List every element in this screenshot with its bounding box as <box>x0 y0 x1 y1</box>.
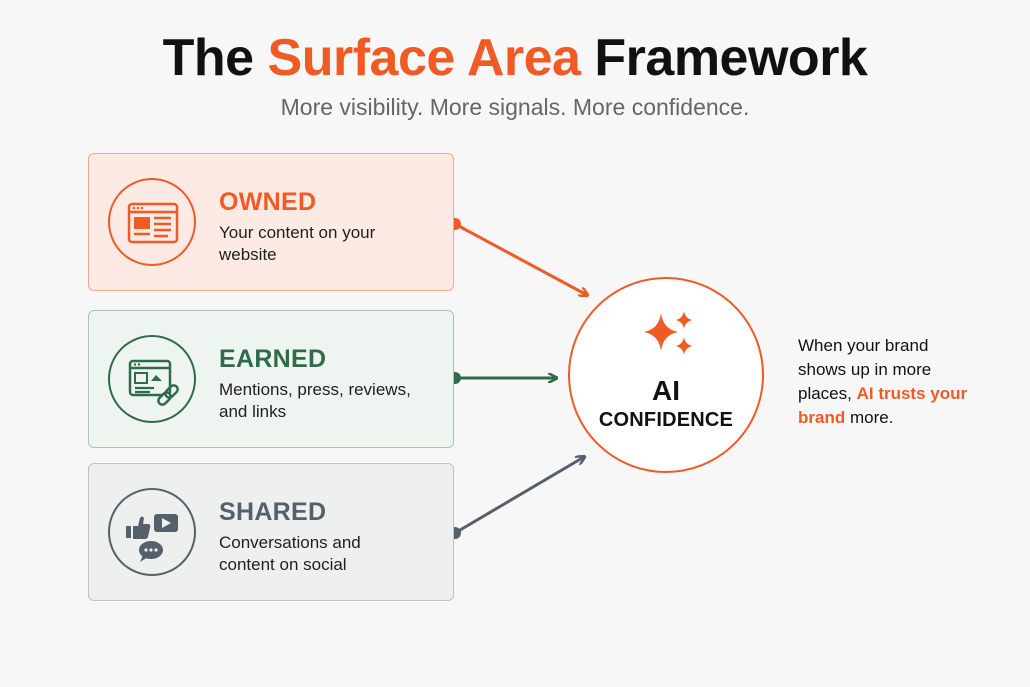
ai-confidence-node: AI CONFIDENCE <box>568 277 764 473</box>
title-part-2: Framework <box>580 29 868 87</box>
sparkle-icon <box>644 311 692 355</box>
title-accent: Surface Area <box>267 29 581 87</box>
shared-card: SHARED Conversations and content on soci… <box>88 463 454 601</box>
confidence-label: CONFIDENCE <box>598 409 734 431</box>
owned-title: OWNED <box>219 188 317 216</box>
note-text-before: When your brand shows up in more places, <box>798 336 932 403</box>
explanation-note: When your brand shows up in more places,… <box>798 334 968 430</box>
earned-connector <box>449 372 556 384</box>
ai-label: AI <box>652 375 680 406</box>
earned-title: EARNED <box>219 345 327 373</box>
play-icon <box>154 514 178 532</box>
browser-layout-icon <box>108 178 196 266</box>
title-part-1: The <box>162 29 268 87</box>
owned-description: Your content on your website <box>219 223 376 264</box>
note-text-after: more. <box>845 408 894 427</box>
shared-description: Conversations and content on social <box>219 533 361 574</box>
note-highlight: AI trusts your brand <box>798 384 968 427</box>
owned-connector <box>449 218 587 295</box>
subtitle: More visibility. More signals. More conf… <box>280 94 750 120</box>
page-title: The Surface Area Framework <box>0 28 1030 88</box>
shared-title: SHARED <box>219 498 327 526</box>
media-link-icon <box>108 335 196 423</box>
earned-description: Mentions, press, reviews, and links <box>219 380 411 421</box>
owned-card: OWNED Your content on your website <box>88 153 454 291</box>
shared-connector <box>449 457 584 539</box>
earned-card: EARNED Mentions, press, reviews, and lin… <box>88 310 454 448</box>
chat-bubble-icon <box>139 541 163 562</box>
thumbs-up-icon <box>126 516 151 539</box>
social-icons <box>108 488 196 576</box>
